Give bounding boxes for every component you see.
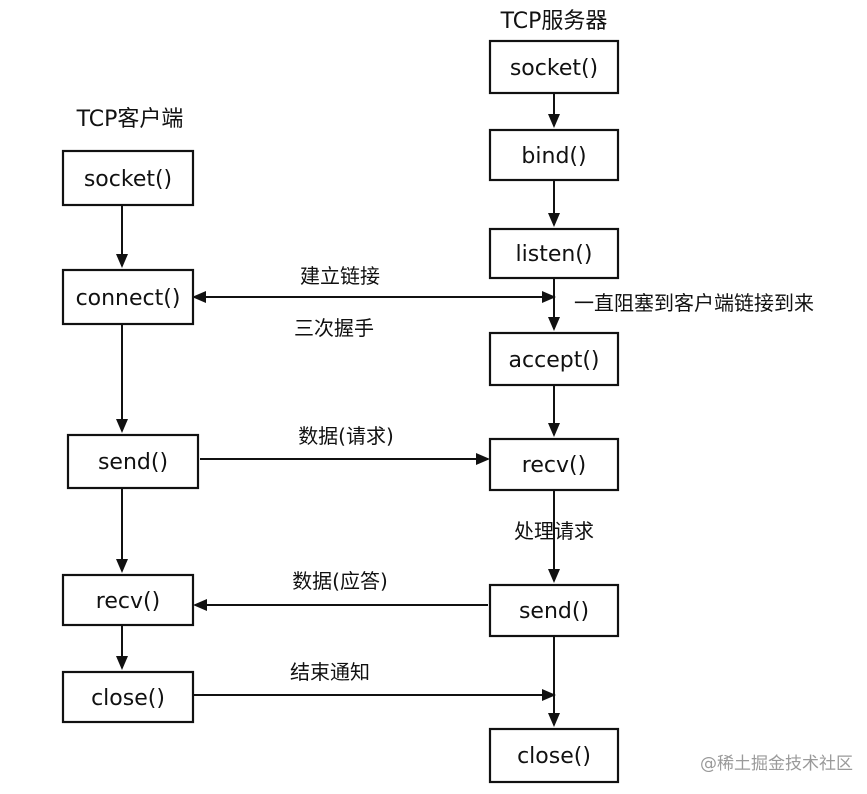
client-connect-label: connect() <box>76 286 181 311</box>
server-accept-box: accept() <box>488 331 620 387</box>
server-title: TCP服务器 <box>500 9 608 34</box>
client-close-box: close() <box>61 670 195 724</box>
server-close-label: close() <box>517 744 591 769</box>
server-recv-box: recv() <box>488 437 620 492</box>
label-request: 数据(请求) <box>298 424 394 448</box>
client-recv-box: recv() <box>61 573 195 627</box>
server-socket-box: socket() <box>488 39 620 95</box>
server-close-box: close() <box>488 727 620 784</box>
server-socket-label: socket() <box>510 56 598 81</box>
label-close-notice: 结束通知 <box>290 660 370 684</box>
server-listen-box: listen() <box>488 227 620 280</box>
client-send-label: send() <box>98 450 168 475</box>
client-recv-label: recv() <box>96 589 160 614</box>
client-socket-label: socket() <box>84 167 172 192</box>
label-connect-bottom: 三次握手 <box>294 316 374 340</box>
client-title: TCP客户端 <box>76 107 184 132</box>
server-bind-box: bind() <box>488 128 620 182</box>
watermark-text: @稀土掘金技术社区 <box>700 754 853 774</box>
server-recv-label: recv() <box>522 453 586 478</box>
client-close-label: close() <box>91 686 165 711</box>
label-process: 处理请求 <box>514 519 594 543</box>
server-listen-label: listen() <box>516 242 593 267</box>
server-bind-label: bind() <box>521 144 586 169</box>
server-send-box: send() <box>488 583 620 638</box>
client-connect-box: connect() <box>61 268 195 326</box>
label-response: 数据(应答) <box>292 569 388 593</box>
client-socket-box: socket() <box>61 149 195 207</box>
label-connect-top: 建立链接 <box>300 264 380 288</box>
client-send-box: send() <box>66 433 200 490</box>
label-accept-note: 一直阻塞到客户端链接到来 <box>574 291 814 315</box>
server-accept-label: accept() <box>509 348 600 373</box>
server-send-label: send() <box>519 599 589 624</box>
